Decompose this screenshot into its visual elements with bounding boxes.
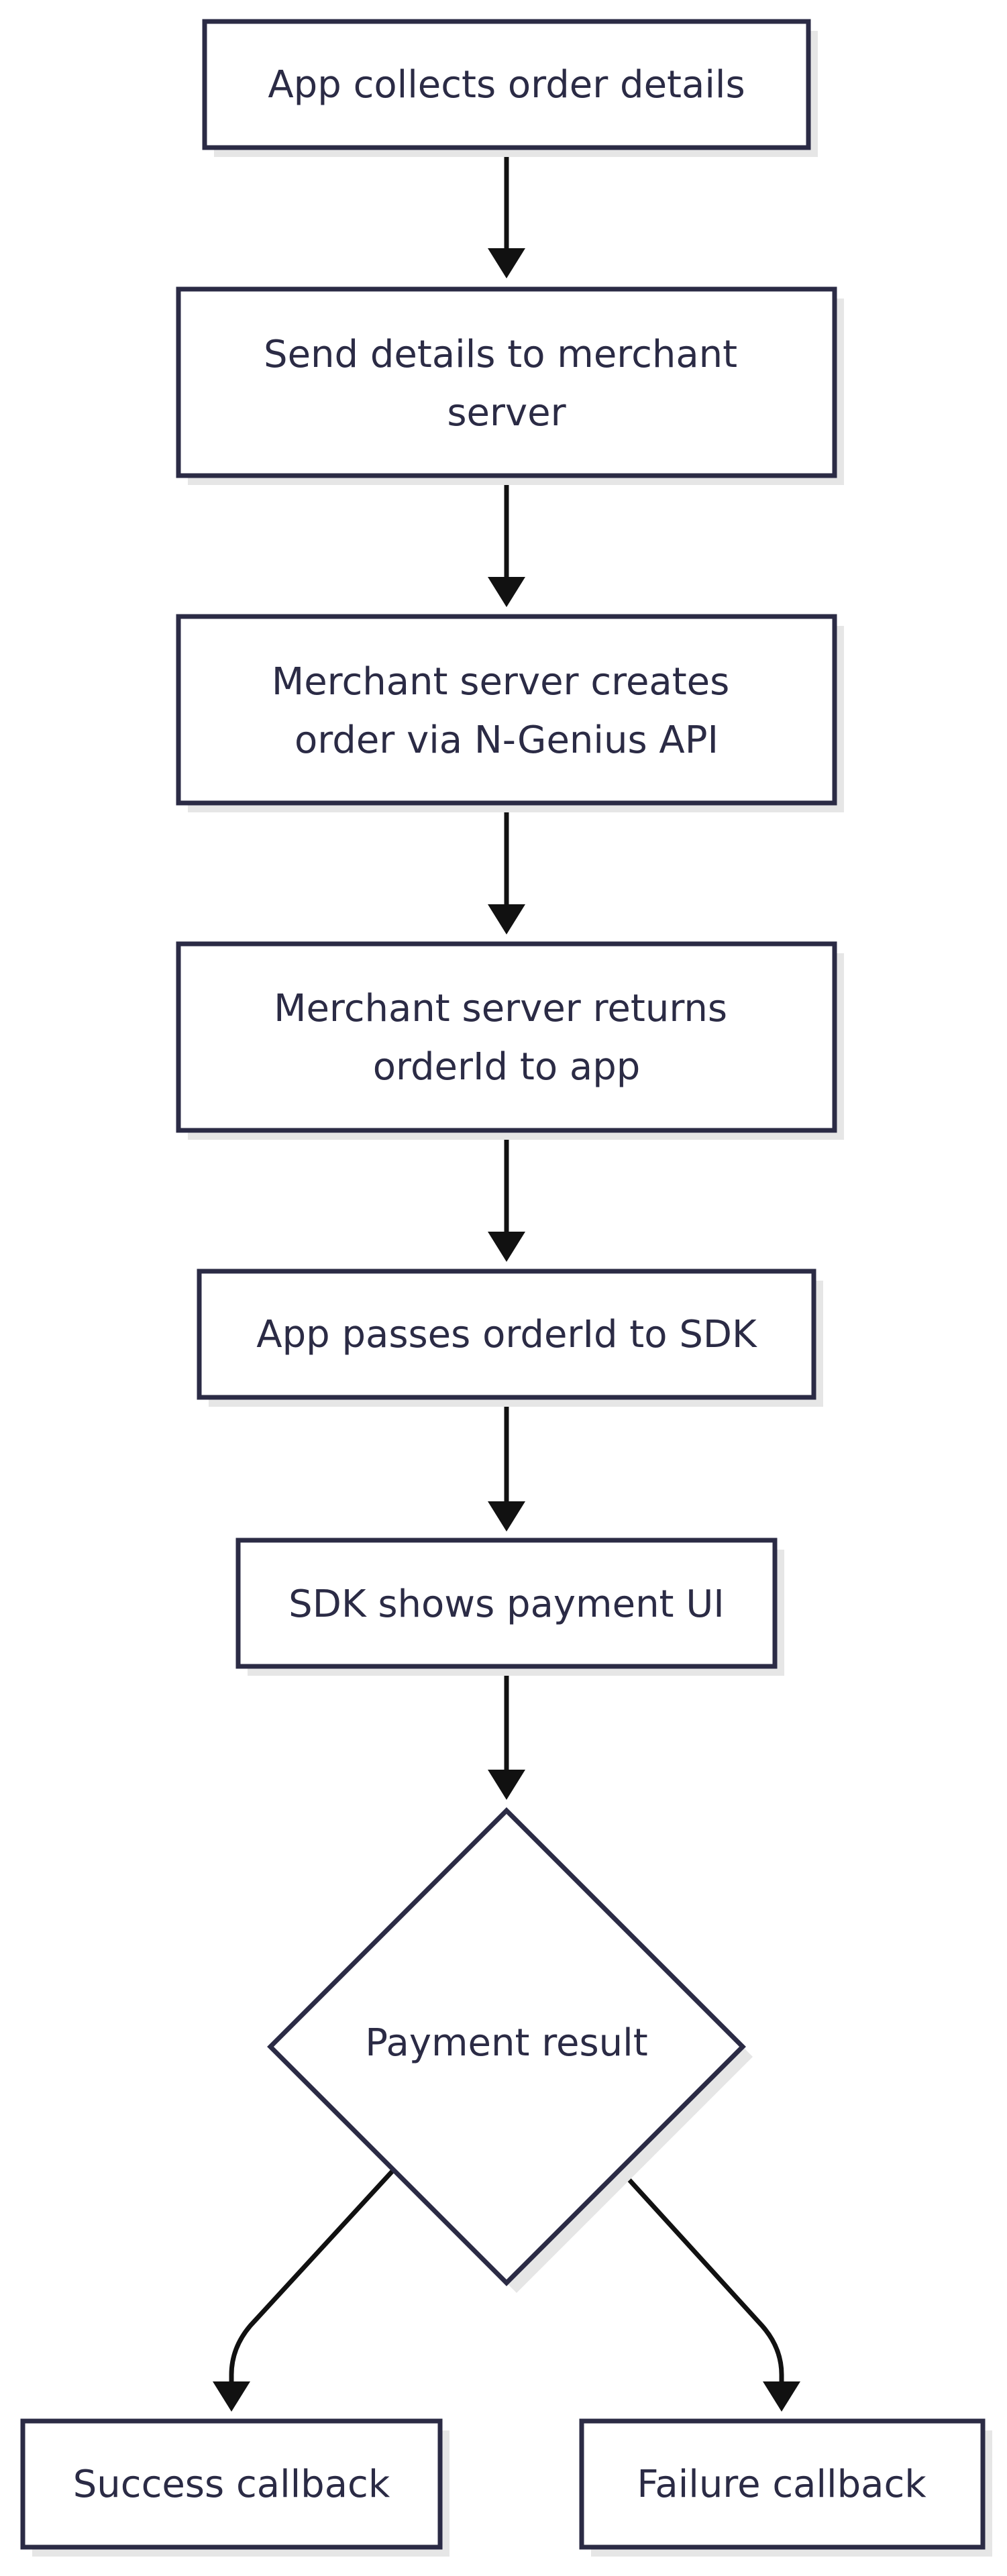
arrowhead-pass xyxy=(488,1232,525,1262)
arrowhead-success xyxy=(213,2381,250,2412)
node-send: Send details to merchant server xyxy=(176,286,844,485)
arrowhead-create xyxy=(488,577,525,607)
svg-text:App collects order details: App collects order details xyxy=(268,63,745,107)
node-pass: App passes orderId to SDK xyxy=(197,1269,823,1407)
edge-decision-to-success xyxy=(229,2165,398,2385)
node-pass-label: App passes orderId to SDK xyxy=(256,1313,757,1356)
node-create: Merchant server creates order via N-Geni… xyxy=(176,614,844,812)
svg-text:Success callback: Success callback xyxy=(73,2463,390,2506)
node-decision-label: Payment result xyxy=(365,2021,647,2065)
arrowhead-decision xyxy=(488,1770,525,1800)
arrowhead-send xyxy=(488,248,525,278)
node-collect: App collects order details xyxy=(202,19,818,157)
svg-text:Send details to merchant: Send details to merchant server xyxy=(264,333,749,435)
connectors xyxy=(229,150,784,2385)
svg-text:Failure callback: Failure callback xyxy=(637,2463,926,2506)
edge-decision-to-failure xyxy=(616,2165,784,2385)
node-failure: Failure callback xyxy=(579,2418,992,2557)
node-return-label-line-2: orderId to app xyxy=(373,1045,641,1089)
svg-text:Merchant server creates: Merchant server creates order via N-Geni… xyxy=(272,660,741,762)
arrowheads xyxy=(213,248,800,2412)
arrowhead-failure xyxy=(763,2381,800,2412)
node-return: Merchant server returns orderId to app xyxy=(176,941,844,1140)
node-decision: Payment result xyxy=(267,1807,753,2293)
node-return-label-line-1: Merchant server returns xyxy=(274,987,727,1030)
node-show: SDK shows payment UI xyxy=(235,1538,784,1676)
svg-text:Payment result: Payment result xyxy=(365,2021,647,2065)
node-success-label: Success callback xyxy=(73,2463,390,2506)
svg-text:SDK shows payment UI: SDK shows payment UI xyxy=(288,1582,725,1626)
svg-text:Merchant server returns: Merchant server returns orderId to app xyxy=(274,987,739,1089)
node-success: Success callback xyxy=(20,2418,449,2557)
node-send-label-line-1: Send details to merchant xyxy=(264,333,737,376)
arrowhead-return xyxy=(488,904,525,934)
node-send-label-line-2: server xyxy=(447,391,566,435)
node-create-label-line-2: order via N-Genius API xyxy=(295,718,719,762)
node-show-label: SDK shows payment UI xyxy=(288,1582,725,1626)
node-failure-label: Failure callback xyxy=(637,2463,926,2506)
node-create-label-line-1: Merchant server creates xyxy=(272,660,729,704)
arrowhead-show xyxy=(488,1501,525,1532)
node-collect-label: App collects order details xyxy=(268,63,745,107)
svg-text:App passes orderId to SDK: App passes orderId to SDK xyxy=(256,1313,757,1356)
